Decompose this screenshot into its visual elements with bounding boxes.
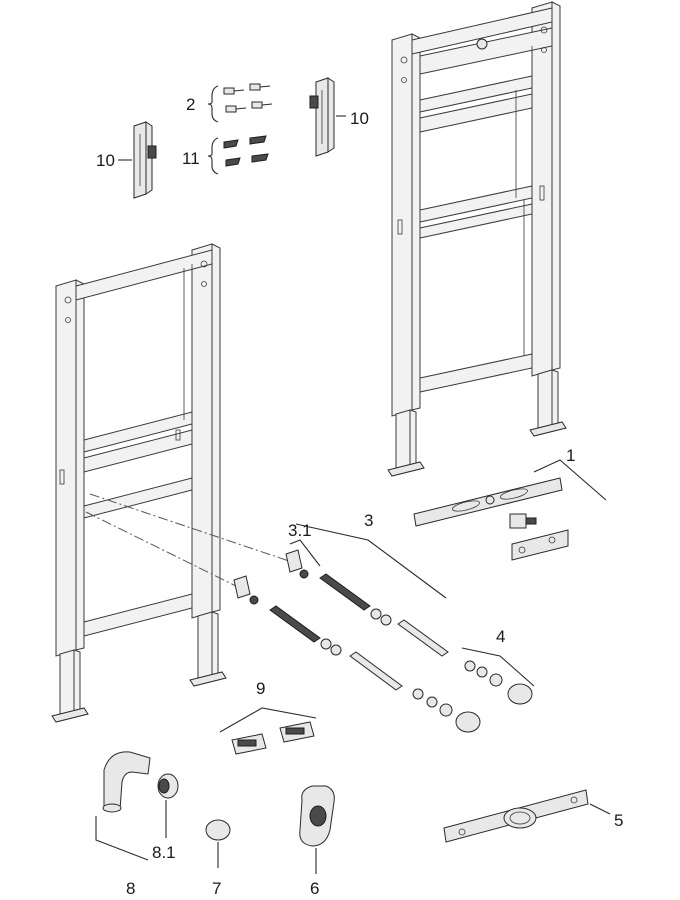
callout-7: 7 (212, 879, 221, 898)
leader-8 (95, 816, 149, 861)
tall-mounting-frame (387, 1, 567, 477)
callout-5: 5 (614, 811, 623, 830)
callout-8-1: 8.1 (152, 843, 176, 862)
callout-8: 8 (126, 879, 135, 898)
callout-3: 3 (364, 511, 373, 530)
assembly-line-lower (85, 511, 241, 589)
bracket-5 (443, 789, 611, 843)
elbow-8 (102, 751, 151, 813)
short-mounting-frame (51, 243, 227, 723)
callout-10-left: 10 (96, 151, 115, 170)
siphon-6 (299, 785, 335, 874)
callout-9: 9 (256, 679, 265, 698)
adapter-8-1 (157, 773, 179, 799)
callout-3-1: 3.1 (288, 521, 312, 540)
callout-11: 11 (182, 149, 200, 168)
pipe-set-3 (269, 523, 449, 691)
screw-set-11 (207, 135, 269, 175)
callout-1: 1 (566, 446, 575, 465)
screw-set-2 (207, 83, 273, 123)
callout-2: 2 (186, 95, 195, 114)
mounting-plate-1 (413, 459, 607, 561)
callout-6: 6 (310, 879, 319, 898)
fitting-set-4 (412, 647, 535, 733)
callout-10-right: 10 (350, 109, 369, 128)
connector-3-1 (233, 539, 321, 605)
clip-set-9 (219, 707, 317, 755)
cap-7 (205, 819, 231, 868)
bracket-10-right (309, 77, 335, 157)
assembly-line-upper (89, 493, 293, 563)
callout-4: 4 (496, 627, 505, 646)
bracket-10-left (133, 121, 157, 199)
